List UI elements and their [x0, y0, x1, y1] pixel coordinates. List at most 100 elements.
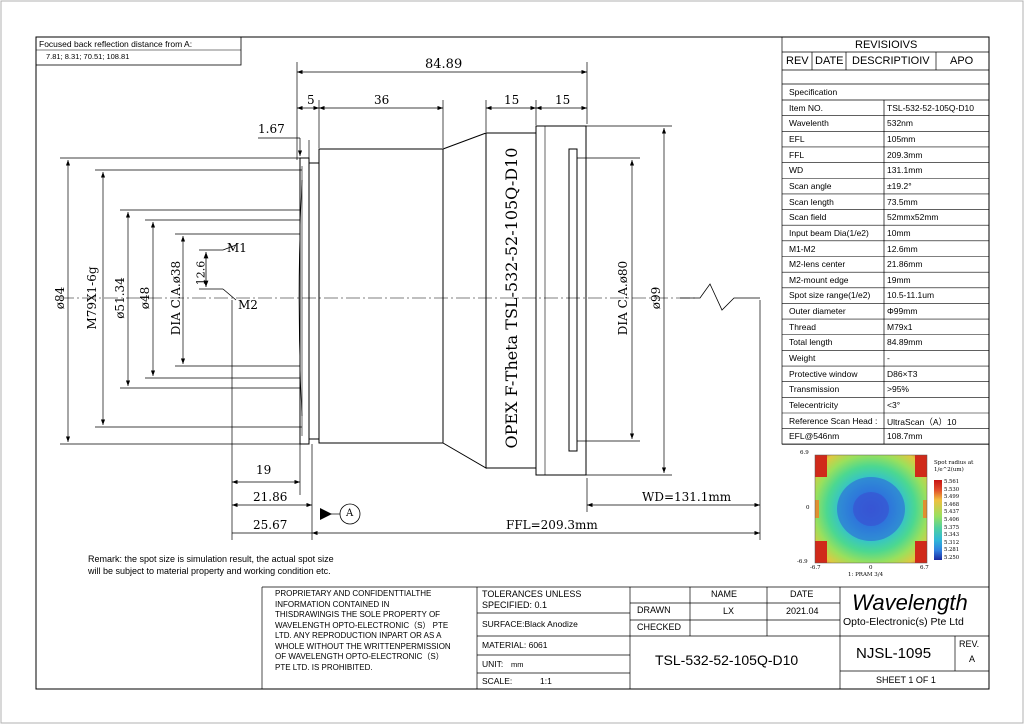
tolerances-line-1: TOLERANCES UNLESS: [482, 589, 582, 599]
dim-dia-51-34: ø51.34: [113, 277, 127, 319]
spec-row: Item NO.TSL-532-52-105Q-D10: [785, 100, 988, 116]
spec-key: M2-lens center: [789, 259, 846, 270]
rev-label: REV.: [959, 639, 980, 649]
heatmap-xmin: -6.7: [810, 565, 821, 571]
spec-value: 10mm: [887, 227, 911, 238]
lens-label: OPEX F-Theta TSL-532-52-105Q-D10: [502, 147, 521, 449]
spec-row: Input beam Dia(1/e2) 10mm: [785, 225, 988, 241]
rev-col-description: DESCRIPTIOIV: [852, 55, 930, 67]
heatmap-ymax: 6.9: [800, 450, 809, 456]
spec-key: Scan length: [789, 196, 834, 207]
legend-value: 5.499: [944, 494, 960, 501]
bottom-dimensions: [231, 300, 761, 540]
spec-key: Transmission: [789, 384, 840, 395]
spec-row: Scan angle±19.2°: [785, 178, 988, 194]
checked-label: CHECKED: [637, 622, 682, 632]
spec-key: Input beam Dia(1/e2): [789, 227, 869, 238]
spec-value: Φ99mm: [887, 306, 918, 317]
dim-19: 19: [256, 463, 272, 477]
spec-value: ±19.2°: [887, 180, 912, 191]
legend-value: 5.343: [944, 532, 960, 539]
dim-5: 5: [307, 93, 315, 107]
spec-value: <3°: [887, 400, 901, 410]
break-symbol: [680, 283, 760, 311]
dim-ca-38: DIA C.A.ø38: [169, 260, 183, 336]
drawing-number: NJSL-1095: [856, 645, 932, 662]
rev-col-date: DATE: [815, 55, 844, 67]
spot-size-heatmap: [814, 454, 942, 564]
material: MATERIAL: 6061: [482, 640, 548, 650]
spec-key: Wavelenth: [789, 118, 829, 129]
spec-value: D86×T3: [887, 368, 918, 379]
dim-36: 36: [374, 93, 390, 107]
spec-value: 10.5-11.1um: [887, 290, 935, 301]
legend-value: 5.530: [944, 486, 960, 493]
datum-triangle: [320, 508, 332, 520]
spec-value: 209.3mm: [887, 149, 923, 160]
spec-value: -: [887, 353, 890, 364]
dim-12-6: 12.6: [194, 260, 208, 286]
spec-value: UltraScan（A）10: [887, 416, 957, 427]
spec-value: >95%: [887, 384, 909, 395]
heatmap-legend-title-2: 1/e^2(um): [934, 467, 964, 473]
rev-value: A: [969, 654, 976, 664]
lens-body: [298, 125, 587, 476]
proprietary-line: THISDRAWINGIS THE SOLE PROPERTY OF: [275, 610, 441, 619]
date-header: DATE: [790, 589, 814, 599]
spec-value: 532nm: [887, 118, 913, 129]
drawn-name: LX: [723, 606, 735, 616]
dim-dia-48: ø48: [138, 286, 152, 310]
proprietary-line: PTE LTD. IS PROHIBITED.: [275, 662, 373, 672]
spec-value: 21.86mm: [887, 259, 923, 270]
spec-value: 52mmx52mm: [887, 212, 939, 223]
sheet-number: SHEET 1 OF 1: [876, 675, 936, 685]
spec-key: Specification: [789, 87, 838, 97]
legend-value: 5.406: [944, 517, 960, 523]
spec-key: M2-mount edge: [789, 274, 849, 285]
name-header: NAME: [711, 589, 738, 599]
legend-value: 5.375: [944, 524, 960, 531]
heatmap-xmid: 0: [869, 565, 873, 571]
scale-label: SCALE:: [482, 676, 513, 686]
note-box: [35, 36, 242, 66]
tolerances-line-2: SPECIFIED: 0.1: [482, 600, 548, 610]
right-dimensions: [577, 125, 672, 476]
spec-value: 108.7mm: [887, 431, 923, 442]
legend-value: 5.312: [944, 539, 960, 546]
dim-dia-84: ø84: [53, 286, 67, 310]
spec-key: Weight: [789, 353, 816, 364]
datum-circle: [339, 503, 361, 525]
spec-row: Transmission >95%: [785, 381, 988, 397]
unit-label: UNIT:: [482, 659, 504, 669]
revisions-title: REVISIOIVS: [855, 39, 918, 51]
datum-label: A: [346, 508, 354, 519]
proprietary-line: WAVELENGTH OPTO-ELECTRONIC（S） PTE: [275, 620, 449, 630]
spec-key: Thread: [789, 321, 816, 332]
spec-value: TSL-532-52-105Q-D10: [887, 102, 974, 113]
heatmap-xmax: 6.7: [920, 565, 929, 571]
dim-15-b: 15: [555, 93, 571, 107]
spec-key: EFL: [789, 133, 805, 144]
spec-row: Scan length 73.5mm: [785, 194, 988, 210]
spec-key: Protective window: [789, 368, 858, 379]
spec-value: 73.5mm: [887, 196, 918, 207]
part-number: TSL-532-52-105Q-D10: [655, 652, 799, 668]
legend-value: 5.468: [944, 501, 960, 508]
company-logo-text: Wavelength: [852, 590, 968, 615]
spec-key: Scan field: [789, 212, 827, 223]
spec-value: 84.89mm: [887, 337, 923, 348]
remark-line-2: will be subject to material property and…: [88, 566, 331, 576]
remark-line-1: Remark: the spot size is simulation resu…: [88, 554, 334, 564]
note-title: Focused back reflection distance from A:: [39, 39, 193, 49]
spec-row: Wavelenth 532nm: [785, 115, 988, 131]
